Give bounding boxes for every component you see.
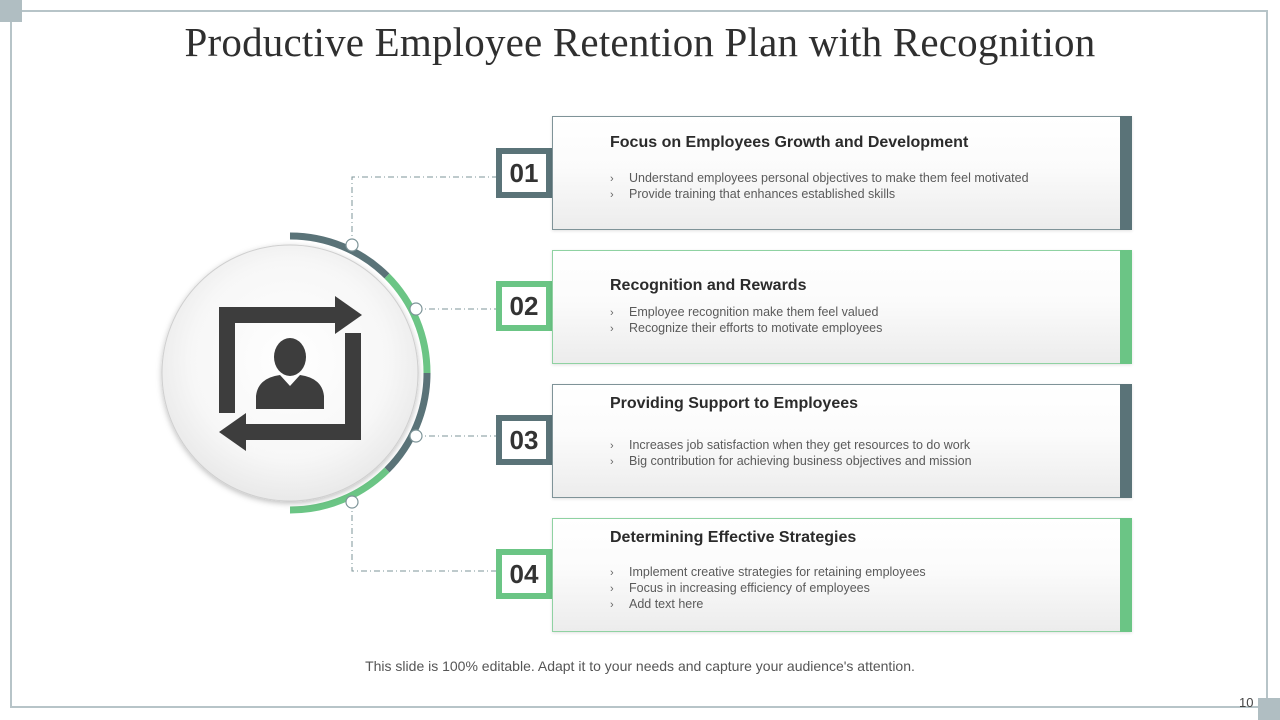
list-item: › Recognize their efforts to motivate emp…: [610, 320, 882, 336]
card-accent-bar: [1120, 116, 1132, 230]
connector-lines: [351, 176, 496, 572]
step-card-02: Recognition and Rewards › Employee recogn…: [552, 250, 1132, 364]
bullet-text: Understand employees personal objectives…: [629, 171, 1029, 185]
card-title: Focus on Employees Growth and Developmen…: [610, 134, 969, 151]
bullet-list: › Increases job satisfaction when they ge…: [610, 437, 972, 469]
slide-frame: [10, 10, 1268, 708]
card-title: Providing Support to Employees: [610, 395, 859, 412]
outer-ring: [289, 232, 431, 514]
card-title: Recognition and Rewards: [610, 277, 807, 294]
bullet-text: Increases job satisfaction when they get…: [629, 438, 971, 452]
bullet-text: Recognize their efforts to motivate empl…: [629, 321, 883, 335]
list-item: › Big contribution for achieving business…: [610, 453, 972, 469]
bullet-list: › Understand employees personal objective…: [610, 170, 1029, 202]
bullet-text: Focus in increasing efficiency of employ…: [629, 581, 870, 595]
chevron-right-icon: ›: [610, 567, 614, 579]
corner-accent-top-left: [0, 0, 22, 22]
footer-note: This slide is 100% editable. Adapt it to…: [365, 658, 915, 674]
connector-dot-04: [345, 495, 359, 509]
ring-segment-03: [384, 372, 431, 473]
chevron-right-icon: ›: [610, 599, 614, 611]
step-number-01: 01: [496, 148, 552, 198]
card-accent-bar: [1120, 384, 1132, 498]
bullet-list: › Implement creative strategies for retai…: [610, 564, 926, 612]
chevron-right-icon: ›: [610, 173, 614, 185]
step-number-03: 03: [496, 415, 552, 465]
list-item: › Increases job satisfaction when they ge…: [610, 437, 972, 453]
list-item: › Add text here: [610, 596, 926, 612]
step-number-02: 02: [496, 281, 552, 331]
page-number: 10: [1239, 695, 1254, 710]
step-card-01: Focus on Employees Growth and Developmen…: [552, 116, 1132, 230]
chevron-right-icon: ›: [610, 583, 614, 595]
ring-segment-04: [289, 467, 390, 514]
card-title: Determining Effective Strategies: [610, 529, 857, 546]
connector-line-01: [351, 176, 496, 245]
connector-dot-01: [345, 238, 359, 252]
bullet-text: Big contribution for achieving business …: [629, 454, 972, 468]
connector-dots: [345, 238, 423, 509]
ring-segment-02: [384, 273, 431, 374]
connector-line-04: [351, 502, 496, 572]
bullet-text: Add text here: [629, 597, 704, 611]
bullet-text: Provide training that enhances establish…: [629, 187, 896, 201]
connector-dot-03: [409, 429, 423, 443]
step-number-04: 04: [496, 549, 552, 599]
list-item: › Provide training that enhances establis…: [610, 186, 1029, 202]
bullet-list: › Employee recognition make them feel val…: [610, 304, 882, 336]
step-card-04: Determining Effective Strategies › Implem…: [552, 518, 1132, 632]
card-accent-bar: [1120, 250, 1132, 364]
list-item: › Implement creative strategies for retai…: [610, 564, 926, 580]
chevron-right-icon: ›: [610, 189, 614, 201]
connector-dot-02: [409, 302, 423, 316]
list-item: › Understand employees personal objective…: [610, 170, 1029, 186]
chevron-right-icon: ›: [610, 307, 614, 319]
step-card-03: Providing Support to Employees › Increase…: [552, 384, 1132, 498]
chevron-right-icon: ›: [610, 323, 614, 335]
person-with-cycle-arrows-icon: [219, 296, 362, 451]
bullet-text: Employee recognition make them feel valu…: [629, 305, 879, 319]
list-item: › Focus in increasing efficiency of emplo…: [610, 580, 926, 596]
chevron-right-icon: ›: [610, 456, 614, 468]
ring-segment-01: [289, 232, 390, 279]
slide-title: Productive Employee Retention Plan with …: [184, 19, 1096, 65]
card-accent-bar: [1120, 518, 1132, 632]
list-item: › Employee recognition make them feel val…: [610, 304, 882, 320]
bullet-text: Implement creative strategies for retain…: [629, 565, 926, 579]
corner-accent-bottom-right: [1258, 698, 1280, 720]
chevron-right-icon: ›: [610, 440, 614, 452]
